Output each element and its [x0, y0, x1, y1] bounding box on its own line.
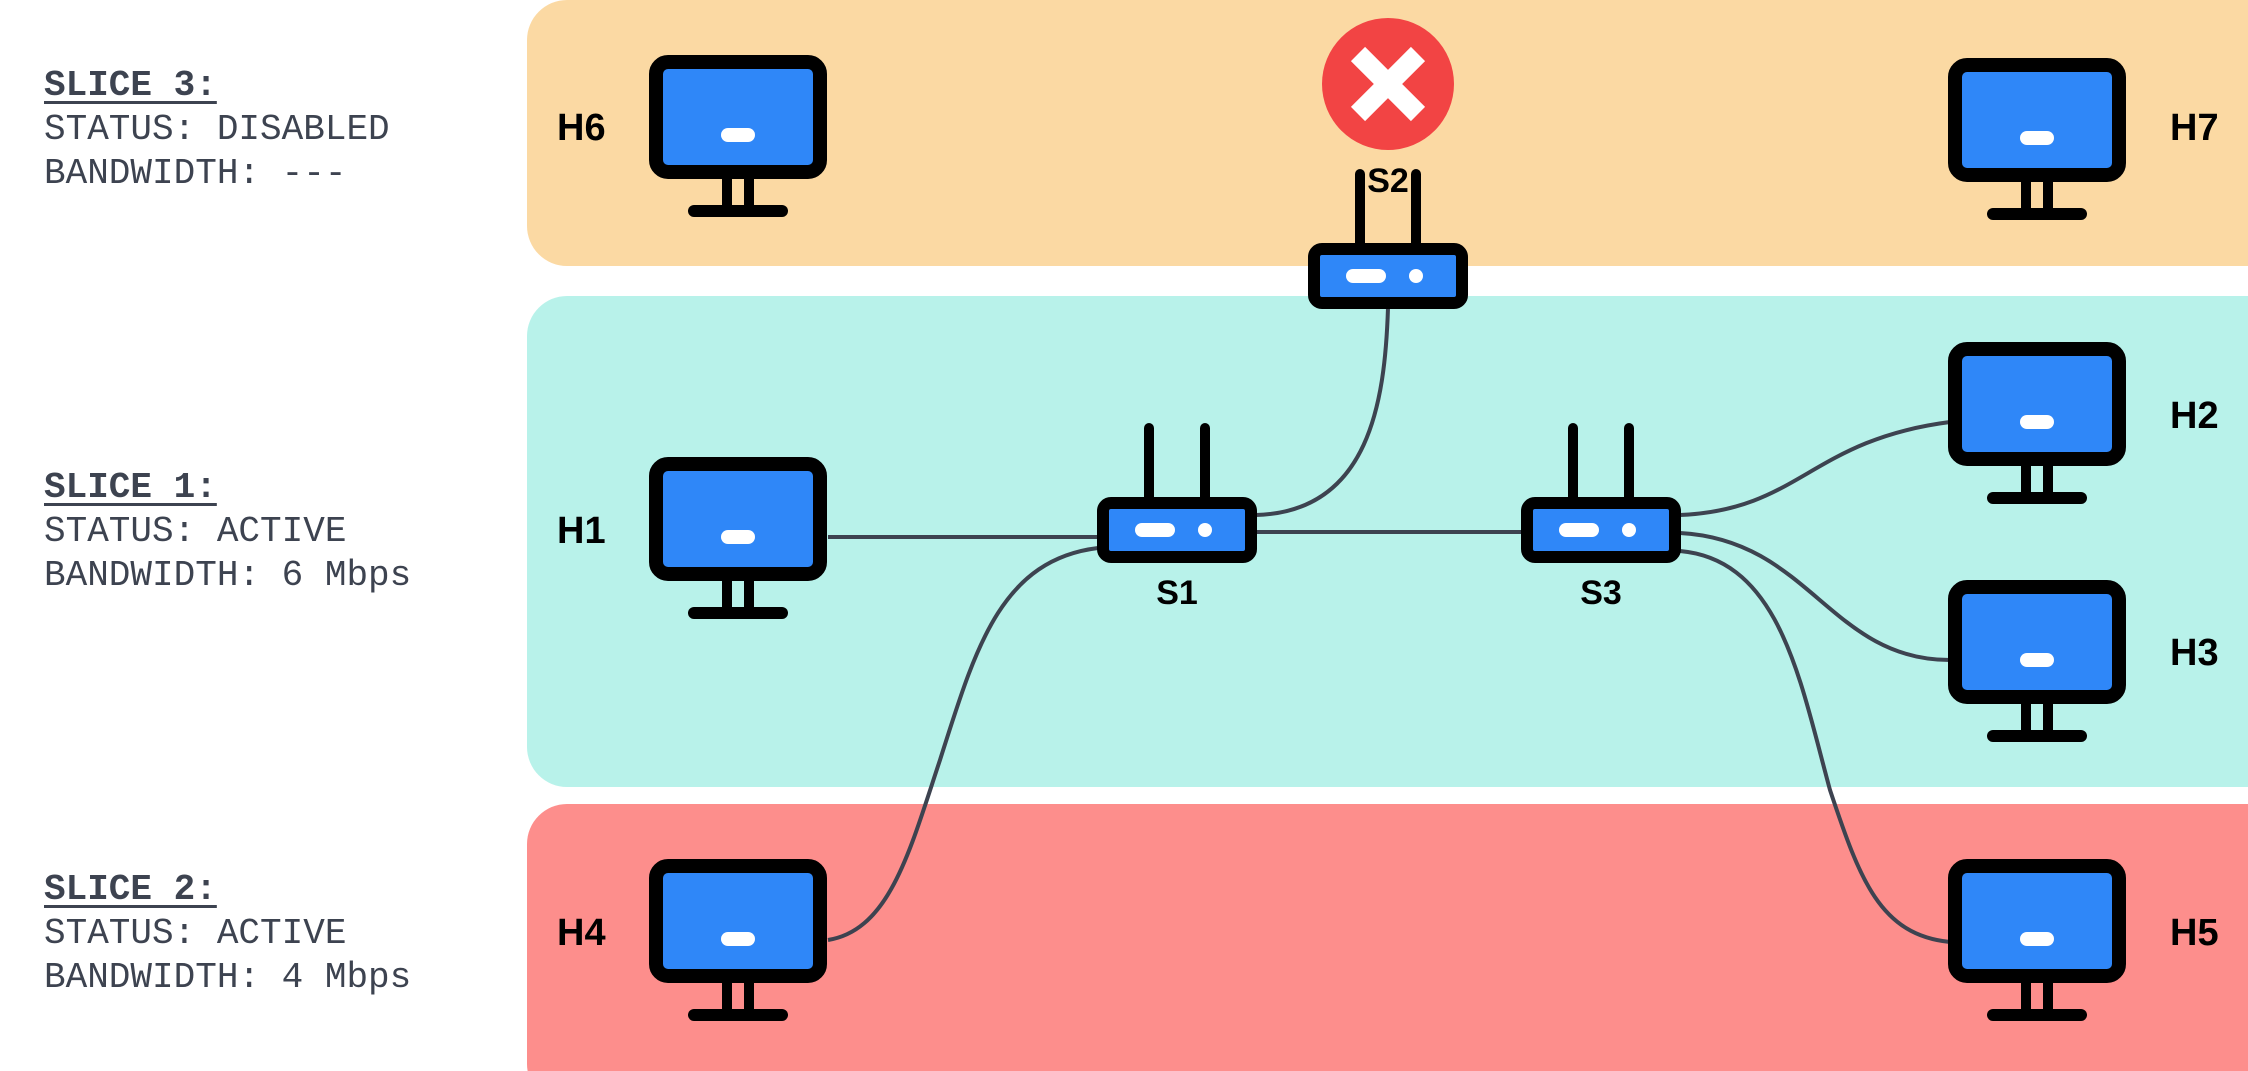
- host-h1-label: H1: [557, 510, 606, 552]
- host-h5-label: H5: [2170, 912, 2219, 954]
- disabled-x-circle-icon: [1322, 18, 1454, 150]
- link-s3-h3: [1679, 531, 1951, 662]
- slice-2-title: SLICE 2:: [44, 869, 217, 910]
- slice-3-bandwidth: BANDWIDTH: ---: [44, 153, 347, 194]
- link-s1-s2: [1255, 307, 1390, 517]
- slice-1-status: STATUS: ACTIVE: [44, 511, 347, 552]
- slice-2-legend: SLICE 2: STATUS: ACTIVE BANDWIDTH: 4 Mbp…: [44, 868, 411, 1000]
- host-h6-label: H6: [557, 107, 606, 149]
- host-h7-label: H7: [2170, 107, 2219, 149]
- slice-1-region: [527, 296, 2248, 787]
- slice-1-title: SLICE 1:: [44, 467, 217, 508]
- switch-s2-label: S2: [1367, 162, 1409, 200]
- switch-s3-label: S3: [1580, 574, 1622, 612]
- switch-s1-label: S1: [1156, 574, 1198, 612]
- slice-1-bandwidth: BANDWIDTH: 6 Mbps: [44, 555, 412, 596]
- link-s3-h2: [1679, 420, 1951, 517]
- slice-2-bandwidth: BANDWIDTH: 4 Mbps: [44, 957, 412, 998]
- host-h3-label: H3: [2170, 632, 2219, 674]
- host-h2-label: H2: [2170, 395, 2219, 437]
- slice-1-legend: SLICE 1: STATUS: ACTIVE BANDWIDTH: 6 Mbp…: [44, 466, 411, 598]
- host-h4-label: H4: [557, 912, 606, 954]
- link-s1-h4: [827, 546, 1099, 942]
- slice-2-status: STATUS: ACTIVE: [44, 913, 347, 954]
- slice-3-title: SLICE 3:: [44, 65, 217, 106]
- slice-3-legend: SLICE 3: STATUS: DISABLED BANDWIDTH: ---: [44, 64, 390, 196]
- slice-3-status: STATUS: DISABLED: [44, 109, 390, 150]
- link-s3-h5: [1679, 549, 1951, 944]
- slice-2-region: [527, 804, 2248, 1071]
